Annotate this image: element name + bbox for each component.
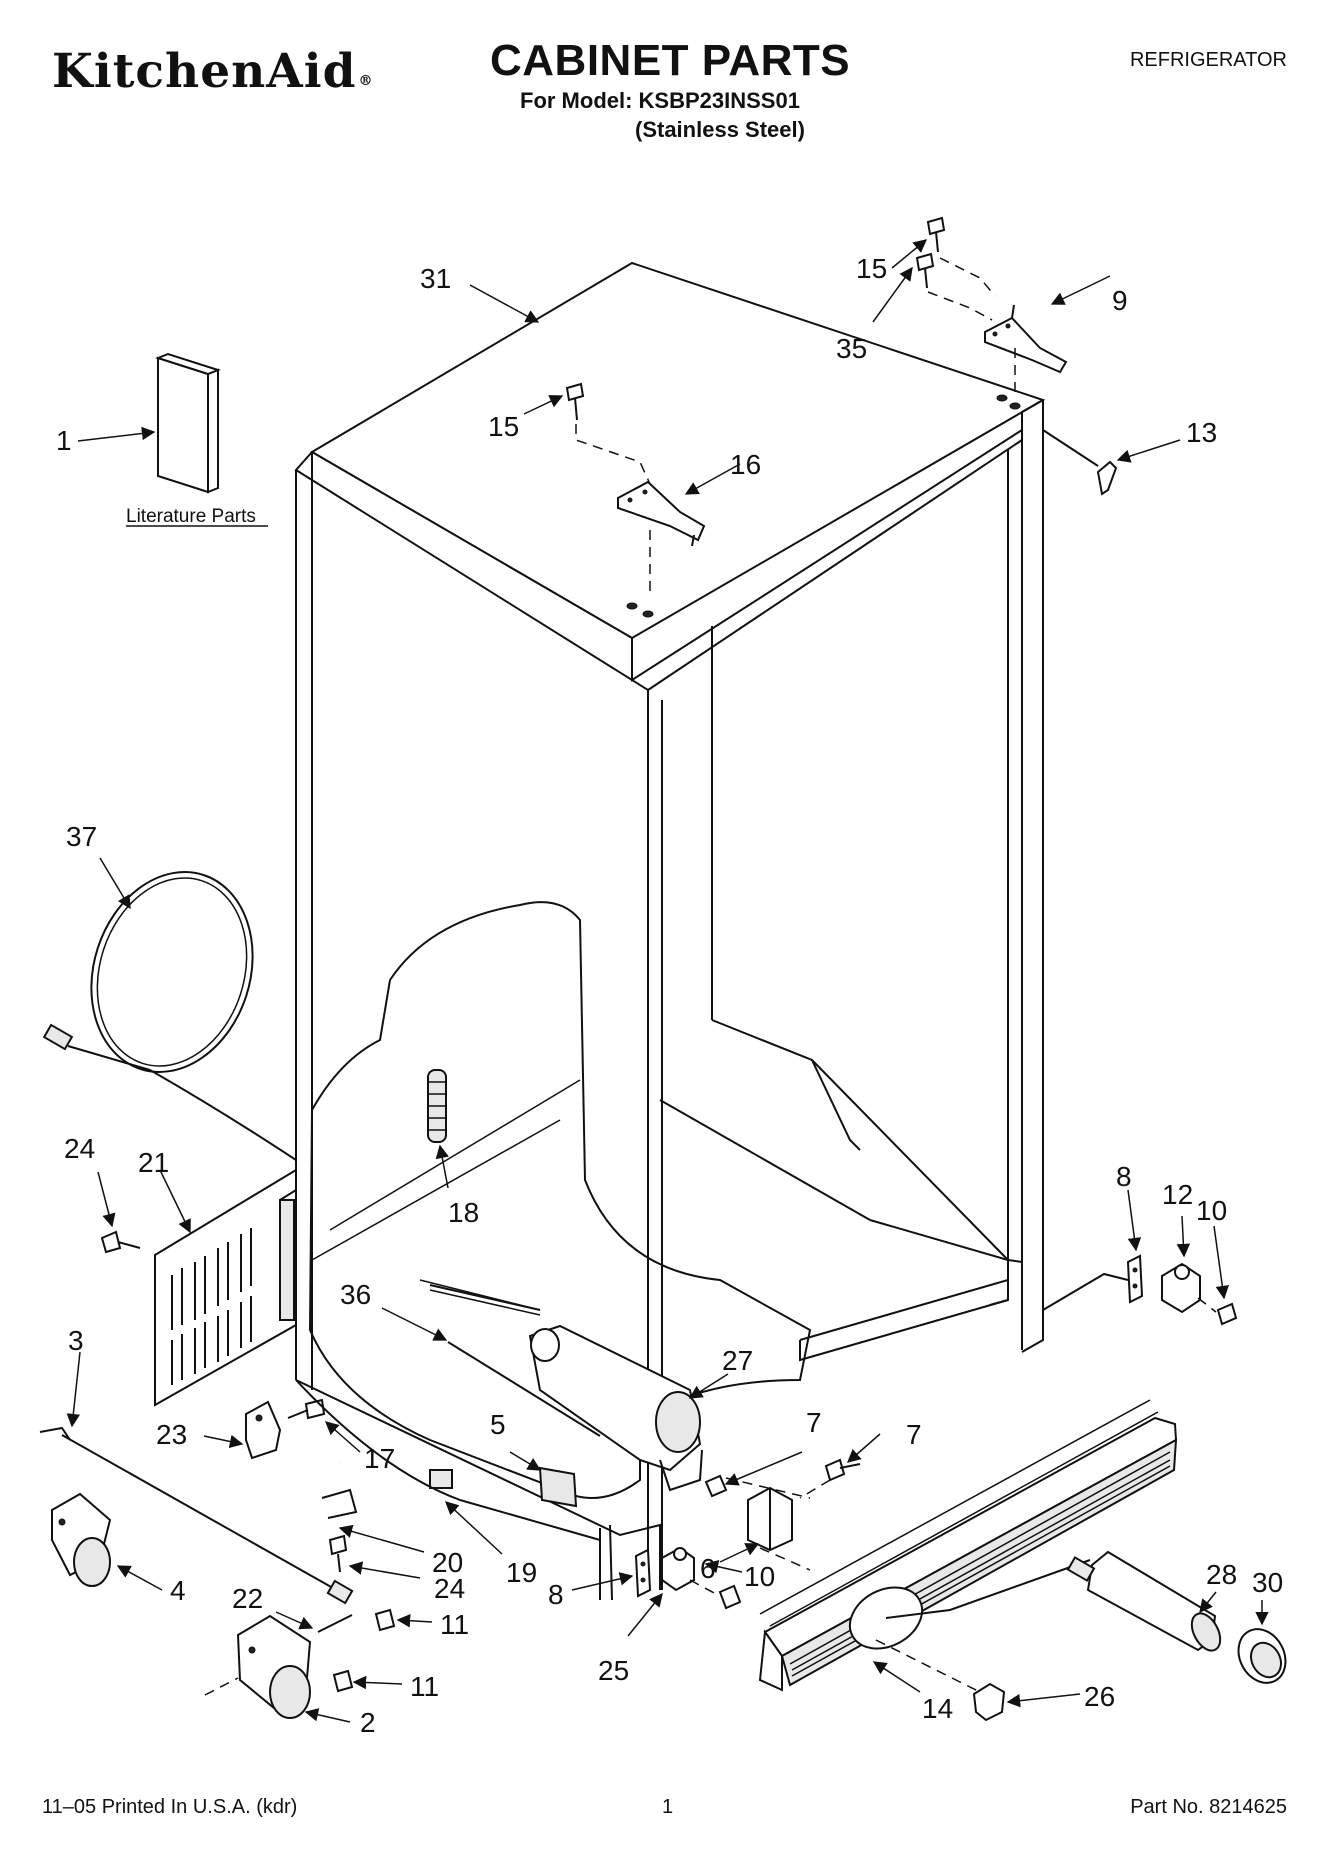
callout-6: 6 <box>700 1553 716 1584</box>
bracket-8-right <box>1126 1254 1144 1304</box>
screw-24-panel <box>100 1230 141 1254</box>
callout-15-top: 15 <box>856 253 887 284</box>
base-grille <box>758 1399 1178 1692</box>
callout-4: 4 <box>170 1575 186 1606</box>
water-filter <box>1066 1550 1222 1652</box>
literature-label: Literature Parts <box>126 506 256 527</box>
pin-22 <box>317 1614 353 1633</box>
access-panel <box>154 1168 297 1407</box>
footer-part-number: Part No. 8214625 <box>1130 1796 1287 1818</box>
callout-5: 5 <box>490 1409 506 1440</box>
part-13-clip <box>1096 460 1118 496</box>
leveler-12 <box>1161 1262 1201 1314</box>
callout-22: 22 <box>232 1583 263 1614</box>
bracket-26 <box>972 1682 1006 1722</box>
callout-7-right: 7 <box>906 1419 922 1450</box>
model-line: For Model: KSBP23INSS01 <box>520 88 800 113</box>
part-5 <box>538 1466 578 1508</box>
screw-10-right <box>1216 1302 1238 1326</box>
footer-printed: 11–05 Printed In U.S.A. (kdr) <box>42 1796 298 1818</box>
rod-36 <box>447 1341 601 1437</box>
power-cord <box>42 871 297 1161</box>
variant-line: (Stainless Steel) <box>635 117 805 142</box>
bracket-6 <box>747 1486 793 1552</box>
callout-11-lower: 11 <box>410 1671 439 1702</box>
callout-10-right: 10 <box>1196 1195 1227 1226</box>
rear-roller <box>236 1614 312 1719</box>
category-label: REFRIGERATOR <box>1129 49 1287 71</box>
callout-35: 35 <box>836 333 867 364</box>
callout-24-panel: 24 <box>64 1133 95 1164</box>
callout-37: 37 <box>66 821 97 852</box>
callout-11-upper: 11 <box>440 1609 469 1640</box>
callout-14: 14 <box>922 1693 953 1724</box>
callout-26: 26 <box>1084 1681 1115 1712</box>
cabinet-shell <box>294 261 1046 1601</box>
callout-27: 27 <box>722 1345 753 1376</box>
page-title: CABINET PARTS <box>490 36 851 85</box>
bracket-8-bottom <box>634 1548 652 1598</box>
callout-25: 25 <box>598 1655 629 1686</box>
callout-23: 23 <box>156 1419 187 1450</box>
drain-tube <box>427 1069 447 1143</box>
callout-13: 13 <box>1186 417 1217 448</box>
callout-10-bottom: 10 <box>744 1561 775 1592</box>
screws-11 <box>332 1608 396 1693</box>
top-hinge-right <box>984 304 1068 374</box>
housing-27 <box>528 1324 703 1492</box>
callout-21: 21 <box>138 1147 169 1178</box>
callout-16: 16 <box>730 449 761 480</box>
screw-17 <box>304 1398 326 1420</box>
literature-book <box>155 352 221 494</box>
callout-28: 28 <box>1206 1559 1237 1590</box>
water-tubes <box>321 1458 453 1573</box>
callout-20: 20 <box>432 1547 463 1578</box>
callout-24-bottom: 24 <box>434 1573 465 1604</box>
callout-7-left: 7 <box>806 1407 822 1438</box>
callout-17: 17 <box>364 1443 395 1474</box>
footer-page-number: 1 <box>662 1796 674 1818</box>
leveler-25 <box>661 1546 695 1592</box>
callout-1: 1 <box>56 425 72 456</box>
callout-12: 12 <box>1162 1179 1193 1210</box>
hinge-screws <box>565 216 1021 618</box>
callout-labels: 31 15 35 9 1 15 16 13 37 24 21 18 8 12 1… <box>56 253 1283 1738</box>
callout-19: 19 <box>506 1557 537 1588</box>
registered-mark: ® <box>358 73 374 89</box>
leader-lines <box>66 239 1269 1723</box>
brand-logo: KitchenAid® <box>52 44 373 99</box>
filter-cap <box>1237 1628 1287 1684</box>
access-panel-vents <box>171 1228 252 1385</box>
callout-2: 2 <box>360 1707 376 1738</box>
bracket-23 <box>245 1400 282 1460</box>
screw-10-bottom <box>718 1584 742 1610</box>
callout-8-bottom: 8 <box>548 1579 564 1610</box>
callout-30: 30 <box>1252 1567 1283 1598</box>
callout-36: 36 <box>340 1279 371 1310</box>
callout-9: 9 <box>1112 285 1128 316</box>
brand-name: KitchenAid <box>52 44 357 99</box>
top-hinge-middle <box>617 480 706 547</box>
callout-15-mid: 15 <box>488 411 519 442</box>
callout-8-right: 8 <box>1116 1161 1132 1192</box>
callout-31: 31 <box>420 263 451 294</box>
front-roller-left <box>51 1492 112 1587</box>
screws-7 <box>704 1458 861 1498</box>
callout-3: 3 <box>68 1325 84 1356</box>
callout-18: 18 <box>448 1197 479 1228</box>
leveling-rod <box>39 1426 354 1605</box>
